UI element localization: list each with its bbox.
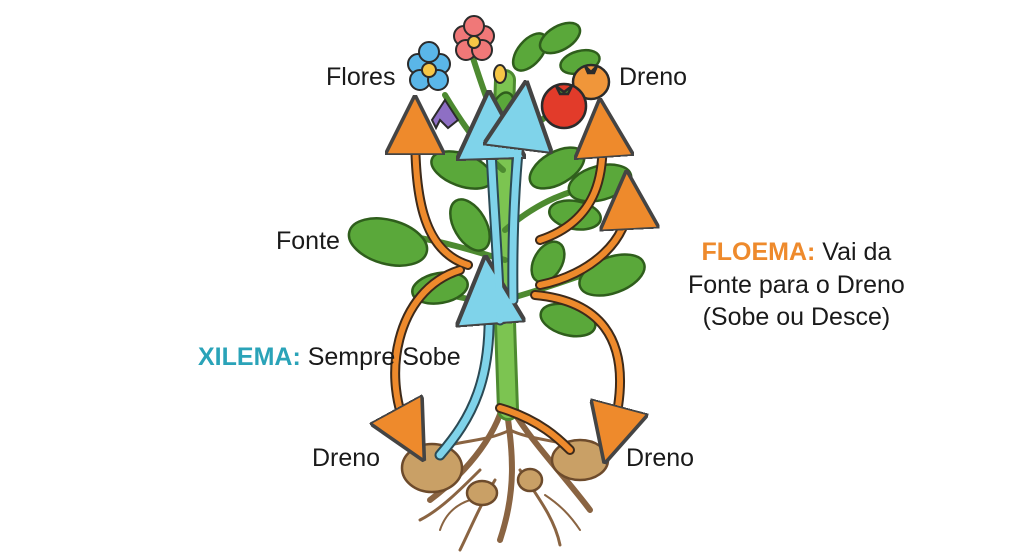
tuber-small-1 bbox=[465, 479, 499, 507]
xylem-arrow-1 bbox=[436, 290, 489, 459]
tuber-left bbox=[400, 442, 464, 494]
phloem-arrow-dreno-right bbox=[532, 292, 620, 435]
leaf-2 bbox=[449, 198, 491, 252]
label-dreno-top: Dreno bbox=[619, 63, 688, 91]
floema-line-3: (Sobe ou Desce) bbox=[702, 303, 891, 331]
leaf-top-2 bbox=[538, 21, 582, 55]
xilema-key: XILEMA: bbox=[198, 343, 301, 371]
label-dreno-left: Dreno bbox=[312, 444, 381, 472]
tuber-small-2 bbox=[516, 467, 544, 493]
xylem-arrows-fill bbox=[436, 115, 522, 459]
phloem-arrow-dreno-top bbox=[537, 128, 603, 243]
leaf-fonte-big bbox=[347, 217, 429, 267]
phloem-arrow-root bbox=[497, 405, 573, 453]
label-xilema: XILEMA: Sempre Sobe bbox=[198, 342, 461, 372]
phloem-arrow-dreno-left bbox=[395, 267, 463, 435]
label-fonte: Fonte bbox=[276, 227, 340, 255]
floema-line1-text: Vai da bbox=[815, 238, 892, 266]
floema-line-1: FLOEMA: Vai da bbox=[688, 236, 905, 269]
phloem-arrow-flores bbox=[415, 125, 471, 268]
xylem-arrow-3 bbox=[513, 115, 522, 304]
leaf-8 bbox=[578, 253, 646, 297]
floema-key: FLOEMA: bbox=[701, 238, 816, 266]
label-dreno-right: Dreno bbox=[626, 444, 695, 472]
xilema-text: Sempre Sobe bbox=[300, 343, 461, 371]
label-floema: FLOEMA: Vai da Fonte para o Dreno (Sobe … bbox=[688, 236, 905, 334]
phloem-arrow-up-right bbox=[537, 200, 628, 288]
phloem-arrows bbox=[395, 125, 628, 450]
flower-blue bbox=[407, 41, 451, 91]
flower-pink bbox=[453, 15, 495, 61]
floema-line-2: Fonte para o Dreno bbox=[688, 270, 905, 299]
flower-bud bbox=[493, 64, 507, 84]
label-flores: Flores bbox=[326, 63, 396, 91]
fruits bbox=[540, 63, 611, 130]
